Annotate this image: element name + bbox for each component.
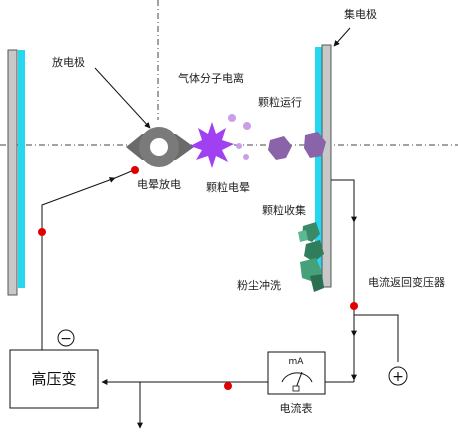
ammeter-knob	[292, 385, 300, 392]
particle-travel-label: 颗粒运行	[258, 95, 302, 109]
particle-corona-label: 颗粒电晕	[206, 180, 250, 194]
particle-collect-label: 颗粒收集	[262, 203, 306, 217]
corona-spark-icon	[190, 122, 234, 168]
gas-ionization-label: 气体分子电离	[178, 71, 244, 85]
ammeter-needle	[295, 371, 303, 389]
ion-particles	[228, 114, 251, 160]
corona-discharge-label: 电晕放电	[137, 177, 181, 191]
return-transformer-label: 电流返回变压器	[368, 275, 445, 289]
ammeter-dial-icon	[281, 372, 313, 383]
collector-label: 集电极	[344, 7, 377, 21]
left-plate	[7, 49, 18, 296]
ammeter-unit: mA	[289, 357, 305, 367]
minus-terminal	[57, 329, 75, 347]
dust-wash-label: 粉尘冲洗	[237, 278, 281, 292]
plus-terminal	[388, 366, 408, 386]
collector-plate	[321, 44, 332, 288]
ammeter-label: 电流表	[280, 401, 313, 415]
minus-symbol: −	[60, 331, 72, 347]
collector-pointer	[333, 27, 351, 47]
left-plate-surface	[18, 50, 25, 288]
circuit-wires	[41, 169, 399, 429]
collector-surface	[315, 47, 322, 287]
hv-transformer-box	[9, 349, 99, 409]
discharge-electrode-label: 放电极	[52, 55, 85, 69]
plus-symbol: +	[392, 369, 404, 385]
red-dots	[38, 166, 358, 390]
dust-clumps	[298, 222, 324, 292]
traveling-particles	[268, 132, 326, 160]
hv-transformer-label: 高压变	[31, 370, 76, 388]
discharge-electrode	[126, 127, 194, 167]
discharge-electrode-pointer	[94, 67, 151, 129]
